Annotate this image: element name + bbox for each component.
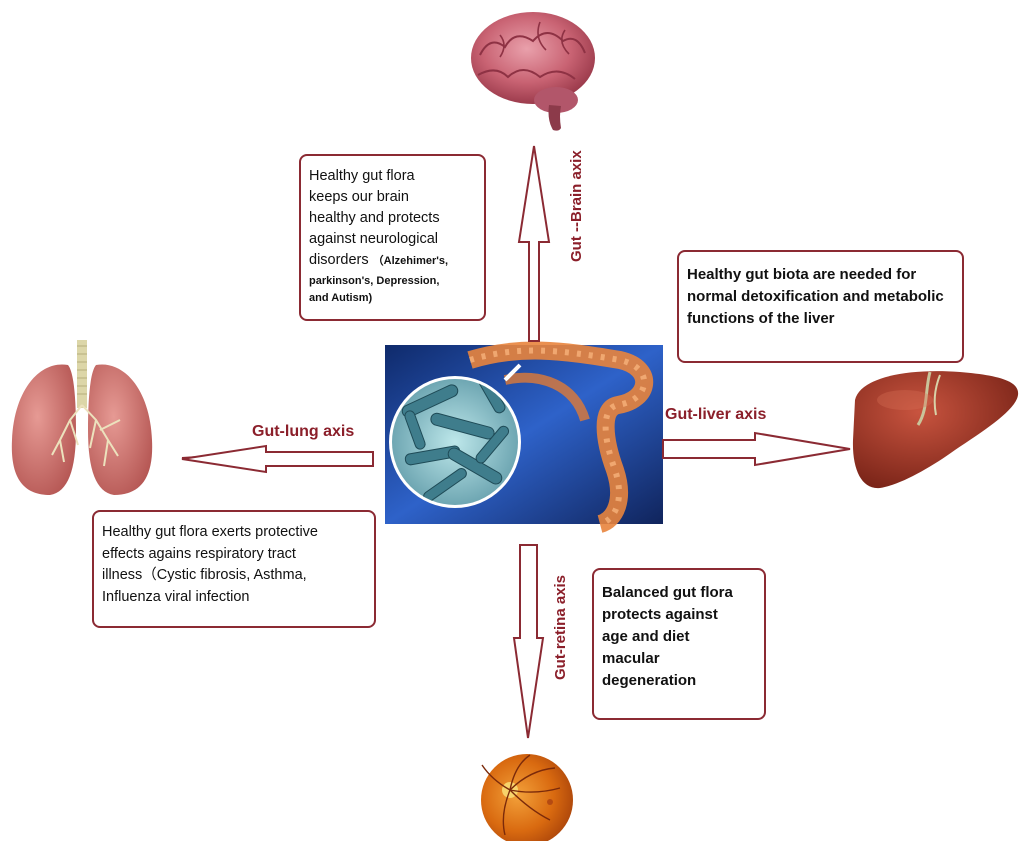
liver-info-line: Healthy gut biota are needed for bbox=[687, 264, 954, 286]
brain-info-line: keeps our brain bbox=[309, 187, 476, 208]
lung-info-line: Influenza viral infection bbox=[102, 587, 366, 609]
brain-info-small: and Autism) bbox=[309, 290, 476, 306]
lung-info-box: Healthy gut flora exerts protective effe… bbox=[92, 510, 376, 628]
arrow-left-lung-body bbox=[182, 446, 373, 472]
brain-info-line: against neurological bbox=[309, 229, 476, 250]
axis-label-lung: Gut-lung axis bbox=[252, 423, 354, 441]
liver-info-box: Healthy gut biota are needed for normal … bbox=[677, 250, 964, 363]
retina-info-line: age and diet bbox=[602, 626, 756, 648]
brain-info-line: Healthy gut flora bbox=[309, 166, 476, 187]
brain-info-small: （Alzehimer's, bbox=[373, 255, 448, 267]
brain-icon bbox=[471, 12, 595, 131]
liver-info-line: normal detoxification and metabolic bbox=[687, 286, 954, 308]
retina-icon bbox=[481, 754, 573, 841]
lung-info-line: effects agains respiratory tract bbox=[102, 544, 366, 566]
brain-info-line: healthy and protects bbox=[309, 208, 476, 229]
retina-info-line: macular bbox=[602, 648, 756, 670]
retina-info-line: protects against bbox=[602, 604, 756, 626]
retina-info-line: Balanced gut flora bbox=[602, 582, 756, 604]
arrow-down-retina bbox=[514, 545, 543, 738]
liver-info-line: functions of the liver bbox=[687, 308, 954, 330]
lung-info-line: Healthy gut flora exerts protective bbox=[102, 522, 366, 544]
lungs-icon bbox=[12, 340, 152, 495]
gut-bacteria-image bbox=[385, 345, 663, 524]
brain-info-small: parkinson's, Depression, bbox=[309, 272, 476, 290]
liver-icon bbox=[853, 371, 1018, 488]
retina-info-line: degeneration bbox=[602, 670, 756, 692]
axis-label-brain: Gut --Brain axix bbox=[568, 132, 585, 262]
brain-info-line: disorders bbox=[309, 252, 369, 268]
arrow-right-liver bbox=[663, 433, 850, 465]
axis-label-liver: Gut-liver axis bbox=[665, 406, 766, 424]
axis-label-retina: Gut-retina axis bbox=[552, 530, 569, 680]
brain-info-box: Healthy gut flora keeps our brain health… bbox=[299, 154, 486, 321]
retina-info-box: Balanced gut flora protects against age … bbox=[592, 568, 766, 720]
lung-info-line: illness（Cystic fibrosis, Asthma, bbox=[102, 565, 366, 587]
arrow-up-brain bbox=[519, 146, 549, 341]
